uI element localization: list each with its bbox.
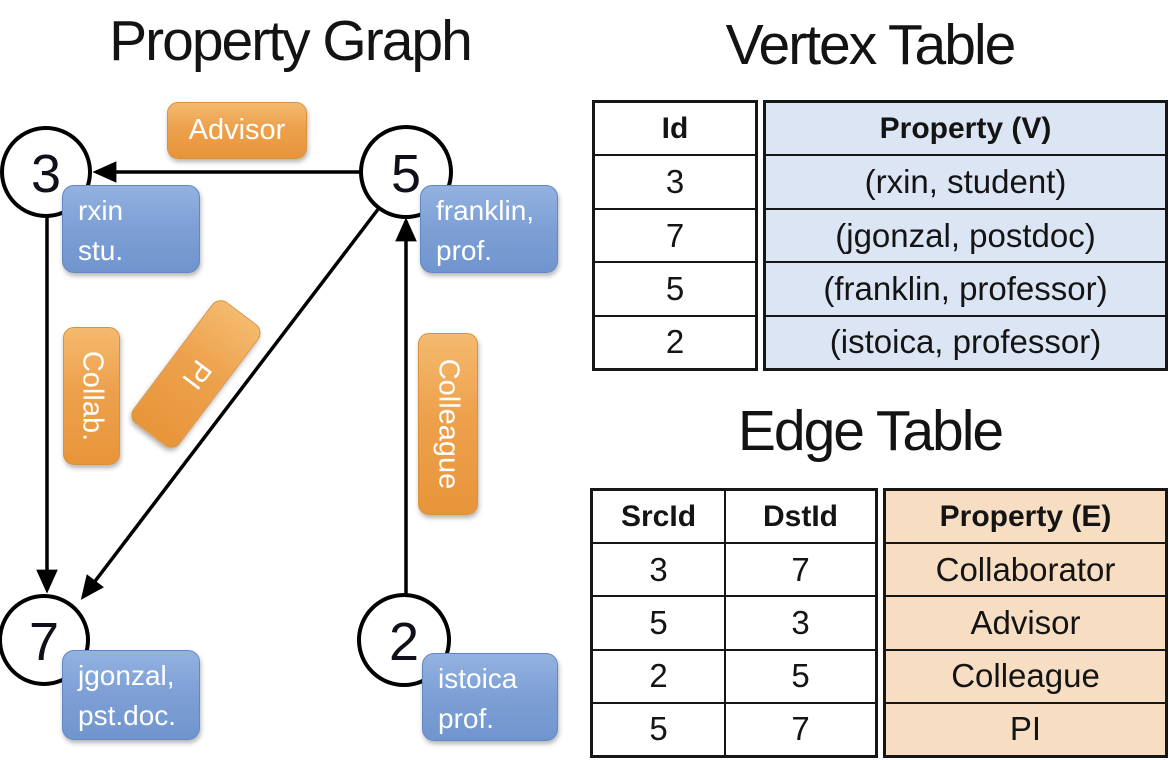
vertex-table-title: Vertex Table bbox=[725, 13, 1017, 77]
edge-pi-arrow bbox=[80, 206, 381, 600]
vertex-table-id-cell: 5 bbox=[595, 261, 755, 314]
edge-table-id-row: 2 5 bbox=[593, 648, 875, 702]
edge-table-id-row: 5 3 bbox=[593, 595, 875, 649]
edge-label-colleague: Colleague bbox=[418, 333, 478, 515]
edge-table-srcid-header: SrcId bbox=[620, 499, 697, 533]
edge-table-property-cell: PI bbox=[886, 701, 1165, 756]
node-label-3: 3 bbox=[31, 144, 61, 204]
vertex-prop-franklin-line1: franklin, bbox=[436, 195, 535, 226]
edge-table-id-row: 3 7 bbox=[593, 542, 875, 596]
vertex-prop-rxin-line2: stu. bbox=[78, 235, 124, 266]
vertex-table-id-cell: 2 bbox=[595, 314, 755, 368]
vertex-table-property-cell: (istoica, professor) bbox=[766, 314, 1165, 369]
edge-table-srcid-cell: 5 bbox=[649, 604, 668, 641]
edge-table-id-row: 5 7 bbox=[593, 701, 875, 756]
vertex-table-property-header: Property (V) bbox=[766, 103, 1165, 155]
property-graph-title: Property Graph bbox=[109, 9, 473, 73]
edge-label-advisor-text: Advisor bbox=[188, 114, 286, 146]
vertex-prop-jgonzal-line2: pst.doc. bbox=[78, 700, 177, 731]
vertex-table-id-cell: 7 bbox=[595, 207, 755, 261]
edge-table-dstid-cell: 7 bbox=[724, 703, 875, 756]
vertex-table-property-cell: (rxin, student) bbox=[766, 154, 1165, 208]
edge-table-srcid-cell: 2 bbox=[649, 657, 668, 695]
vertex-prop-box-istoica: istoica prof. bbox=[422, 653, 558, 741]
edge-table-dstid-cell: 3 bbox=[724, 597, 875, 649]
edge-table-property-header: Property (E) bbox=[886, 491, 1165, 543]
edge-label-pi-text: PI bbox=[175, 353, 218, 395]
node-label-7: 7 bbox=[29, 612, 59, 672]
vertex-table-property-cell: (franklin, professor) bbox=[766, 261, 1165, 315]
edge-label-advisor: Advisor bbox=[167, 102, 307, 159]
edge-table-dstid-cell: 7 bbox=[724, 544, 875, 596]
property-graph-figure: 3 5 7 2 bbox=[0, 125, 453, 687]
vertex-table-id-cell: 3 bbox=[595, 154, 755, 207]
edge-label-colleague-text: Colleague bbox=[432, 358, 465, 490]
vertex-prop-jgonzal-line1: jgonzal, bbox=[78, 660, 175, 691]
edge-table-id-columns: SrcId DstId 3 7 5 3 2 5 5 7 bbox=[590, 488, 878, 758]
vertex-table-id-column: Id 3 7 5 2 bbox=[592, 100, 758, 371]
edge-table-property-cell: Collaborator bbox=[886, 542, 1165, 596]
vertex-table-id-header: Id bbox=[661, 111, 689, 145]
vertex-prop-rxin-line1: rxin bbox=[78, 195, 124, 226]
vertex-prop-box-jgonzal: jgonzal, pst.doc. bbox=[62, 650, 200, 740]
vertex-prop-franklin-line2: prof. bbox=[436, 235, 493, 266]
edge-table-dstid-cell: 5 bbox=[724, 650, 875, 702]
edge-label-collab: Collab. bbox=[63, 327, 120, 465]
edge-label-collab-text: Collab. bbox=[76, 350, 108, 442]
edge-table-property-cell: Advisor bbox=[886, 595, 1165, 649]
vertex-table-property-cell: (jgonzal, postdoc) bbox=[766, 207, 1165, 262]
node-label-5: 5 bbox=[391, 144, 421, 204]
edge-table-property-cell: Colleague bbox=[886, 648, 1165, 702]
edge-table-srcid-cell: 3 bbox=[649, 550, 668, 588]
edge-table-property-column: Property (E) Collaborator Advisor Collea… bbox=[883, 488, 1168, 758]
edge-table-title: Edge Table bbox=[737, 399, 1004, 463]
vertex-prop-box-rxin: rxin stu. bbox=[62, 185, 200, 273]
node-label-2: 2 bbox=[389, 612, 419, 672]
edge-table-dstid-header: DstId bbox=[724, 491, 875, 543]
edge-table-header-row: SrcId DstId bbox=[593, 491, 875, 543]
edge-table-srcid-cell: 5 bbox=[649, 710, 668, 748]
vertex-table-property-column: Property (V) (rxin, student) (jgonzal, p… bbox=[763, 100, 1168, 371]
vertex-prop-istoica-line1: istoica bbox=[438, 663, 518, 694]
vertex-prop-istoica-line2: prof. bbox=[438, 703, 495, 734]
vertex-prop-box-franklin: franklin, prof. bbox=[420, 185, 558, 273]
